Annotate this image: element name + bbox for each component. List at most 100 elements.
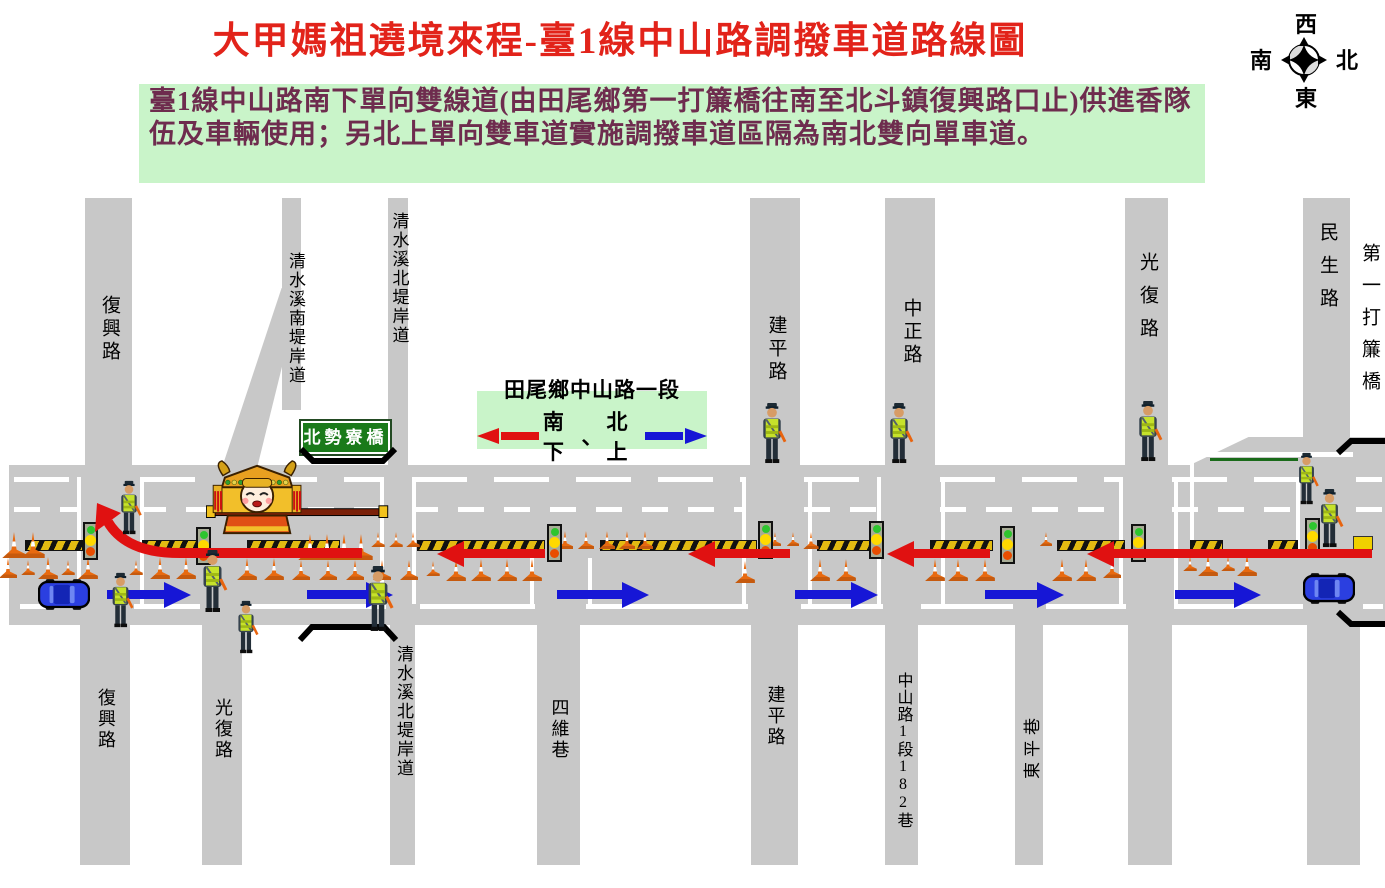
police-officer-icon — [1299, 452, 1319, 505]
southbound-arrow-shaft — [1112, 549, 1372, 558]
lane-dash-line — [140, 507, 215, 512]
lane-edge-line — [801, 604, 883, 609]
description-note: 臺1線中山路南下單向雙線道(由田尾鄉第一打簾橋往南至北斗鎮復興路口止)供進香隊伍… — [139, 84, 1205, 183]
road-bottom-unnamed — [1128, 625, 1172, 865]
compass-east-label: 東 — [1295, 86, 1317, 110]
lane-dash-line — [14, 507, 80, 512]
police-officer — [757, 402, 787, 464]
road-label-復興路: 復興路 — [96, 688, 116, 751]
lane-divider-barrier — [25, 540, 83, 551]
lane-edge-line — [248, 604, 386, 609]
northbound-arrow-shaft — [307, 590, 367, 599]
road-top-復興路 — [85, 198, 132, 467]
barrier-end-block — [1353, 536, 1373, 550]
police-officer-icon — [368, 566, 394, 631]
police-officer — [107, 572, 134, 628]
legend-southbound-label: 南下 — [542, 410, 564, 464]
bridge-sign: 北勢寮橋 — [301, 421, 390, 454]
compass-south-label: 南 — [1250, 48, 1272, 73]
police-officer-icon — [203, 550, 228, 612]
intersection-edge-line — [380, 477, 384, 604]
police-officer — [1294, 452, 1319, 505]
lane-dash-line — [940, 477, 1122, 482]
car-icon — [1303, 573, 1355, 604]
road-bottom-清水溪北堤岸道 — [390, 625, 415, 865]
compass-star — [1288, 44, 1320, 76]
legend-separator: 、 — [581, 425, 603, 449]
road-label-民生路: 民生路 — [1317, 222, 1338, 321]
lane-dash-line — [804, 477, 882, 482]
lane-dash-line — [14, 477, 80, 482]
road-label-光復路: 光復路 — [213, 698, 233, 761]
road-label-清水溪北堤岸道: 清水溪北堤岸道 — [389, 212, 409, 345]
label-第一打簾橋: 第一打簾橋 — [1359, 243, 1380, 403]
southbound-arrow-shaft — [713, 549, 790, 558]
police-officer-icon — [763, 402, 787, 464]
compass-north-label: 北 — [1336, 48, 1358, 73]
pilgrim-car — [1303, 573, 1355, 604]
southbound-arrow-head — [437, 541, 464, 567]
police-officer — [197, 549, 228, 613]
northbound-arrow-head — [164, 582, 191, 608]
northbound-arrow-shaft — [795, 590, 852, 599]
road-bottom-四維巷 — [537, 625, 580, 865]
lane-edge-line — [420, 604, 535, 609]
legend-box: 田尾鄉中山路一段 南下、北上 — [477, 378, 707, 464]
traffic-light-icon — [869, 521, 884, 559]
northbound-arrow-shaft — [985, 590, 1038, 599]
lane-dash-line — [1356, 477, 1382, 482]
legend-road-name: 田尾鄉中山路一段 — [504, 378, 680, 402]
mazu-sedan-icon — [206, 460, 389, 535]
road-bottom-建平路 — [751, 625, 798, 865]
lane-dash-line — [412, 477, 745, 482]
police-officer-icon — [121, 480, 142, 535]
northbound-arrow-head — [1037, 582, 1064, 608]
traffic-light-icon — [547, 524, 562, 562]
southbound-arrow-head — [1087, 541, 1114, 567]
northbound-arrow-shaft — [557, 590, 623, 599]
road-label-四維巷: 四維巷 — [549, 698, 570, 761]
road-label-建平路: 建平路 — [765, 685, 786, 748]
lane-edge-line — [586, 604, 748, 609]
road-bottom-光復路 — [202, 625, 242, 865]
road-label-中正路: 中正路 — [900, 298, 922, 367]
southbound-arrow-head — [887, 541, 914, 567]
legend-northbound-arrow-shaft — [645, 432, 683, 440]
legend-directions: 南下、北上 — [477, 406, 707, 466]
mazu-sedan — [206, 459, 392, 537]
traffic-light-icon — [1000, 526, 1015, 564]
lane-dash-line — [140, 477, 215, 482]
police-officer-icon — [112, 572, 134, 628]
lane-dash-line — [262, 477, 384, 482]
pilgrim-car — [38, 579, 90, 610]
compass-west-label: 西 — [1295, 12, 1317, 37]
intersection-edge-line — [588, 558, 592, 604]
northbound-arrow-head — [622, 582, 649, 608]
lane-dash-line — [1172, 507, 1298, 512]
road-top-清水溪北堤岸道 — [388, 198, 408, 467]
traffic-light-icon — [83, 522, 98, 560]
intersection-edge-line — [1174, 477, 1178, 604]
police-officer-icon — [1139, 400, 1163, 462]
police-officer — [116, 480, 142, 535]
car-icon — [38, 579, 90, 610]
lane-edge-line — [1046, 604, 1126, 609]
police-officer — [233, 600, 259, 654]
compass-rose: 西 北 南 東 — [1250, 12, 1358, 110]
northbound-arrow-shaft — [107, 590, 165, 599]
road-bottom-復興路 — [80, 625, 130, 865]
traffic-light-icon — [1305, 518, 1320, 556]
lane-edge-line — [921, 604, 1013, 609]
northbound-arrow-head — [851, 582, 878, 608]
road-label-清水溪南堤岸道: 清水溪南堤岸道 — [286, 252, 305, 385]
bridge-approach-line — [1210, 458, 1298, 461]
police-officer — [1133, 400, 1163, 462]
road-bottom-中山路1段182巷 — [885, 625, 918, 865]
police-officer — [1315, 488, 1344, 548]
lane-divider-barrier — [142, 540, 197, 551]
southbound-arrow-shaft — [912, 549, 990, 558]
lane-dash-line — [1172, 477, 1298, 482]
northbound-arrow-head — [1234, 582, 1261, 608]
